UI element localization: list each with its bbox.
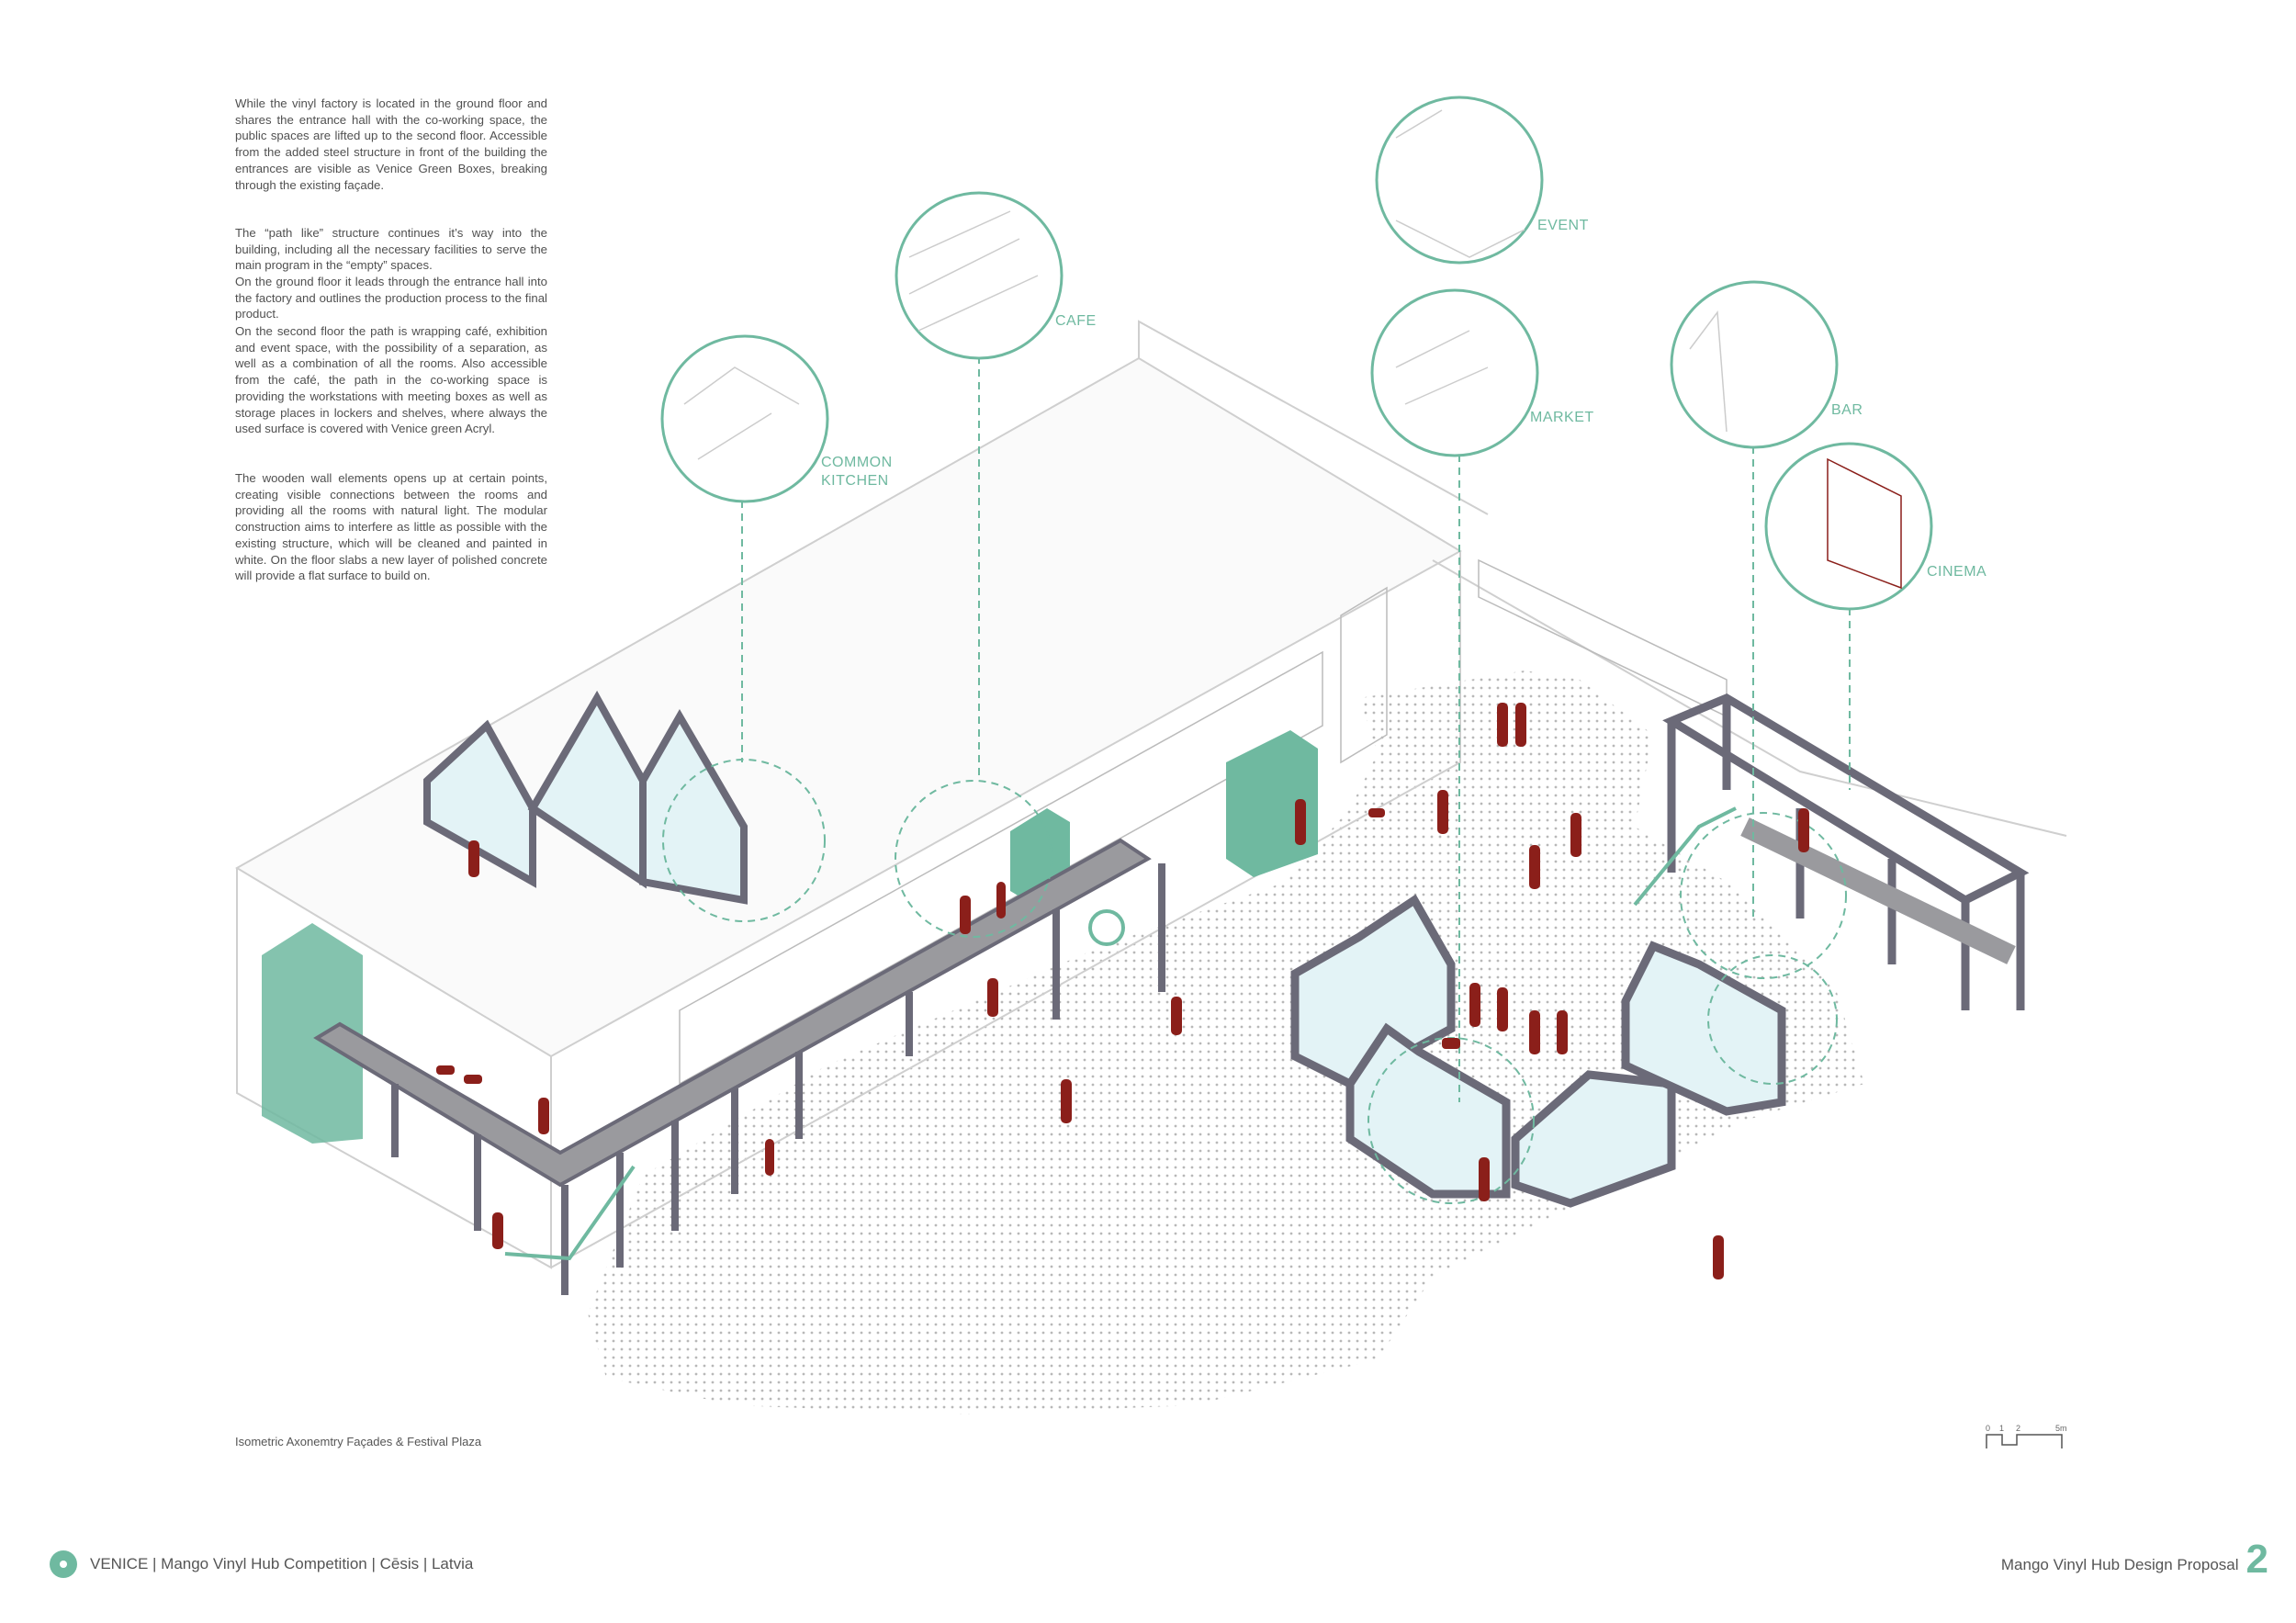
callout-sketch-lines bbox=[683, 109, 1902, 590]
footer-left: VENICE | Mango Vinyl Hub Competition | C… bbox=[50, 1550, 473, 1578]
label-event: EVENT bbox=[1537, 218, 1589, 233]
description-paragraph: While the vinyl factory is located in th… bbox=[235, 96, 547, 192]
label-bar: BAR bbox=[1831, 402, 1863, 418]
description-paragraph: On the ground floor it leads through the… bbox=[235, 275, 547, 321]
people-figures bbox=[436, 703, 1809, 1279]
label-common-kitchen: COMMON KITCHEN bbox=[821, 455, 893, 489]
footer-proposal-title: Mango Vinyl Hub Design Proposal bbox=[2000, 1556, 2239, 1573]
callout-cafe bbox=[895, 191, 1064, 360]
stairs bbox=[504, 806, 1737, 1261]
callout-event bbox=[1375, 96, 1544, 265]
festival-plaza bbox=[588, 671, 1864, 1414]
description-paragraph: The “path like” structure continues it’s… bbox=[235, 226, 547, 273]
facade-windows bbox=[679, 558, 1728, 1086]
footer-project-title: VENICE | Mango Vinyl Hub Competition | C… bbox=[90, 1555, 474, 1572]
scale-tick: 1 bbox=[1999, 1424, 2005, 1433]
venice-logo-icon bbox=[50, 1550, 77, 1578]
callout-circles bbox=[660, 96, 1933, 611]
description-paragraph: On the second floor the path is wrapping… bbox=[235, 324, 547, 436]
description-paragraph: The wooden wall elements opens up at cer… bbox=[235, 471, 547, 583]
scale-tick: 5m bbox=[2055, 1424, 2067, 1433]
drawing-caption: Isometric Axonemtry Façades & Festival P… bbox=[235, 1435, 482, 1448]
callout-bar bbox=[1670, 280, 1839, 449]
label-cinema: CINEMA bbox=[1927, 564, 1987, 580]
callout-common-kitchen bbox=[660, 334, 829, 503]
plaza-greenhouses bbox=[1290, 894, 1786, 1208]
footer-right: Mango Vinyl Hub Design Proposal 2 bbox=[2001, 1539, 2268, 1580]
callout-market bbox=[1370, 288, 1539, 457]
rooftop-greenhouse bbox=[423, 690, 748, 905]
scale-bar bbox=[1986, 1434, 2063, 1448]
steel-walkway bbox=[313, 838, 1165, 1295]
callout-cinema bbox=[1764, 442, 1933, 611]
scale-tick: 0 bbox=[1986, 1424, 1991, 1433]
label-cafe: CAFE bbox=[1055, 313, 1097, 329]
steel-frame-bar bbox=[1662, 693, 2030, 1010]
label-market: MARKET bbox=[1530, 410, 1594, 425]
page-number: 2 bbox=[2245, 1537, 2268, 1582]
scale-tick: 2 bbox=[2016, 1424, 2021, 1433]
